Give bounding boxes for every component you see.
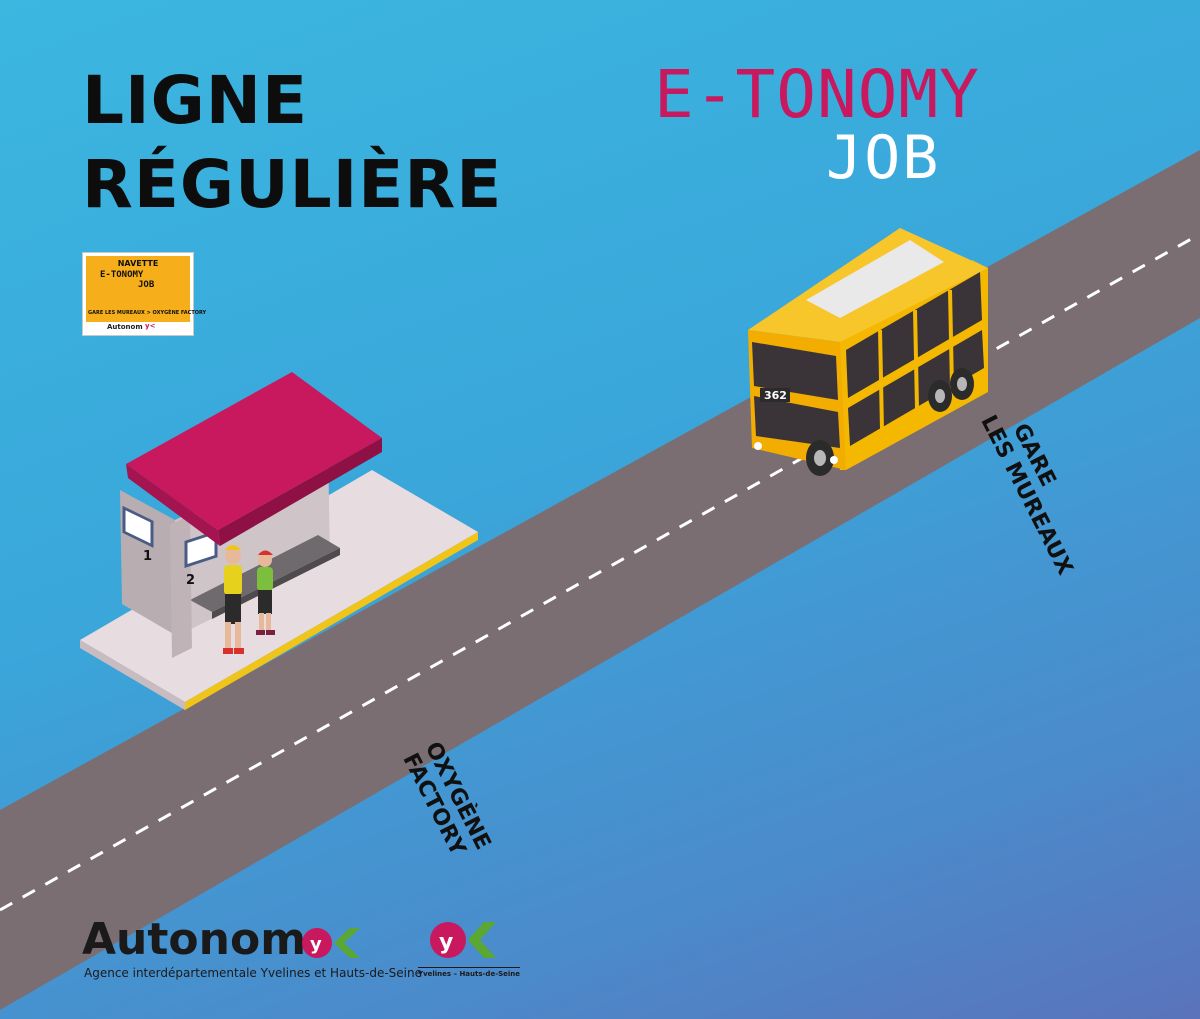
footer-tagline: Agence interdépartementale Yvelines et H… — [84, 966, 422, 980]
bus-icon — [748, 228, 988, 476]
navette-sticker: NAVETTE E-TONOMY JOB GARE LES MUREAUX > … — [82, 252, 206, 336]
sticker-panel: NAVETTE E-TONOMY JOB GARE LES MUREAUX > … — [86, 256, 206, 322]
sticker-route: GARE LES MUREAUX > OXYGÈNE FACTORY — [88, 310, 207, 316]
title-line-2: RÉGULIÈRE — [82, 146, 503, 223]
yk-logo: y — [430, 922, 496, 958]
stop-number-1: 1 — [143, 549, 152, 564]
partner-caption: Yvelines – Hauts-de-Seine — [418, 967, 521, 978]
shelter-illustration — [120, 372, 382, 658]
brand-logo-bottom: JOB — [826, 123, 941, 193]
title-line-1: LIGNE — [82, 62, 309, 139]
stop-number-2: 2 — [186, 573, 195, 588]
svg-text:y: y — [310, 934, 322, 955]
sticker-brand-bottom: JOB — [138, 280, 155, 290]
sticker-heading: NAVETTE — [117, 259, 159, 268]
autonomy-logo-mark: y — [302, 928, 360, 958]
svg-text:y: y — [439, 930, 453, 955]
sticker-footer-brand: Autonom — [107, 323, 143, 331]
brand-logo-top: E-TONOMY — [654, 56, 980, 133]
road-center-line — [0, 232, 1200, 912]
sticker-brand-top: E-TONOMY — [100, 270, 144, 280]
footer-brand: Autonom — [82, 914, 307, 965]
passengers-illustration — [223, 545, 275, 654]
bus-number: 362 — [764, 389, 787, 402]
sticker-footer-mark: y< — [145, 322, 156, 330]
